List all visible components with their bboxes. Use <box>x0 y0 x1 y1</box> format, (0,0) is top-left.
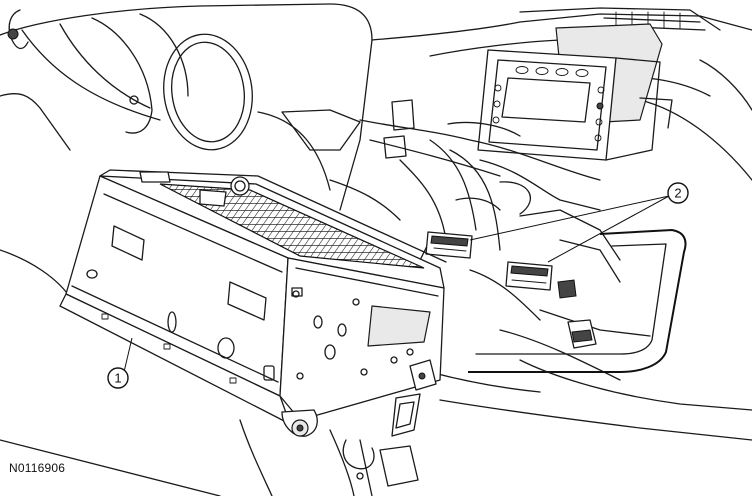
side-connector <box>567 319 597 349</box>
callout-2-label: 2 <box>674 186 681 201</box>
display-buttons <box>492 66 605 142</box>
callout-1-label: 1 <box>114 371 121 386</box>
receiver-chassis <box>59 169 447 437</box>
harness-connector-a <box>425 231 473 259</box>
harness-connector-b <box>505 261 577 299</box>
console-opening <box>429 229 752 441</box>
figure-reference-code: N0116906 <box>9 461 66 475</box>
callout-2: 2 <box>469 182 689 263</box>
callout-1: 1 <box>107 337 133 389</box>
